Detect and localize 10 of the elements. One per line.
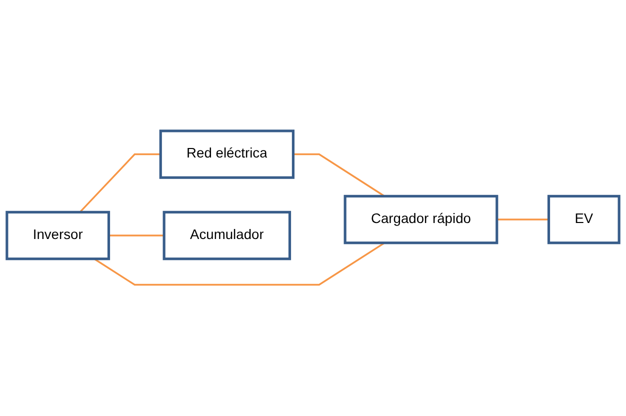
connector (79, 154, 161, 213)
connector (94, 242, 386, 286)
node-box: Acumulador (162, 211, 292, 260)
node-box: Red eléctrica (159, 130, 294, 180)
connector (496, 218, 549, 221)
node-box: Inversor (6, 211, 110, 260)
node-box: EV (547, 195, 620, 244)
connector (293, 154, 386, 198)
node-box: Cargador rápido (344, 195, 498, 244)
connector (108, 234, 164, 237)
